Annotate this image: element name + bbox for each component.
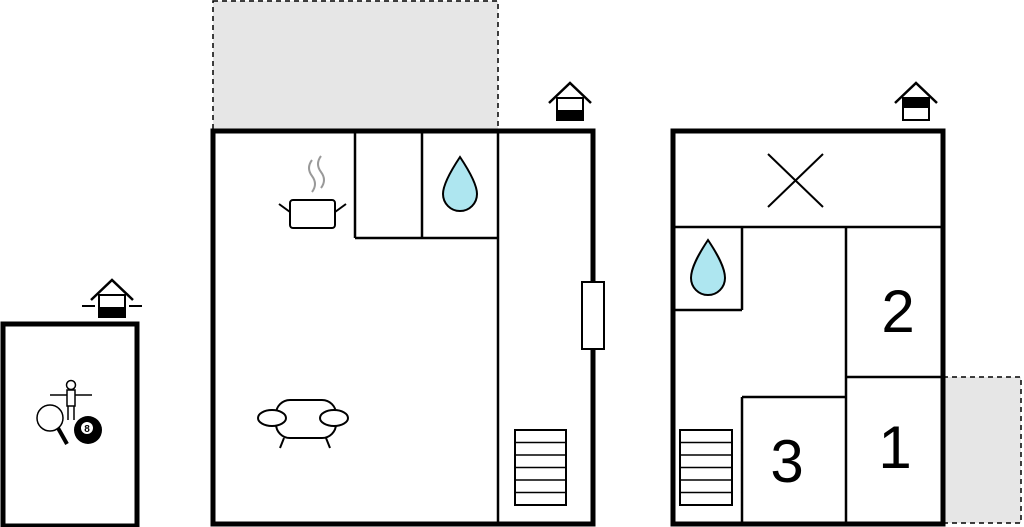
table-tennis-icon xyxy=(36,404,69,445)
annex-outline xyxy=(0,321,140,527)
room-number-3: 3 xyxy=(770,428,803,495)
first-floor-plan: 2 1 3 xyxy=(670,81,1022,527)
void-cross-icon xyxy=(767,153,824,208)
outdoor-terrace xyxy=(212,0,499,132)
bathroom-water-drop-icon xyxy=(441,155,479,212)
annex-plan: 8 xyxy=(0,278,142,527)
billiard-ball-label: 8 xyxy=(84,424,90,435)
outdoor-balcony xyxy=(942,376,1022,524)
stairs-icon xyxy=(679,429,733,506)
room-number-2: 2 xyxy=(881,278,914,345)
bathroom-water-drop-icon xyxy=(689,238,727,296)
stairs-icon xyxy=(514,429,567,506)
ground-floor-plan xyxy=(210,0,605,527)
sofa-icon xyxy=(257,399,349,449)
floor-level-ground-icon xyxy=(82,278,142,318)
floor-level-ground-icon xyxy=(548,81,592,121)
foosball-icon xyxy=(50,379,92,420)
floor-level-upper-icon xyxy=(894,81,938,121)
billiard-ball-icon: 8 xyxy=(74,416,102,444)
window-icon xyxy=(581,281,605,350)
ground-floor-outline xyxy=(210,128,596,527)
room-number-1: 1 xyxy=(878,414,911,481)
kitchen-pot-icon xyxy=(278,155,347,229)
